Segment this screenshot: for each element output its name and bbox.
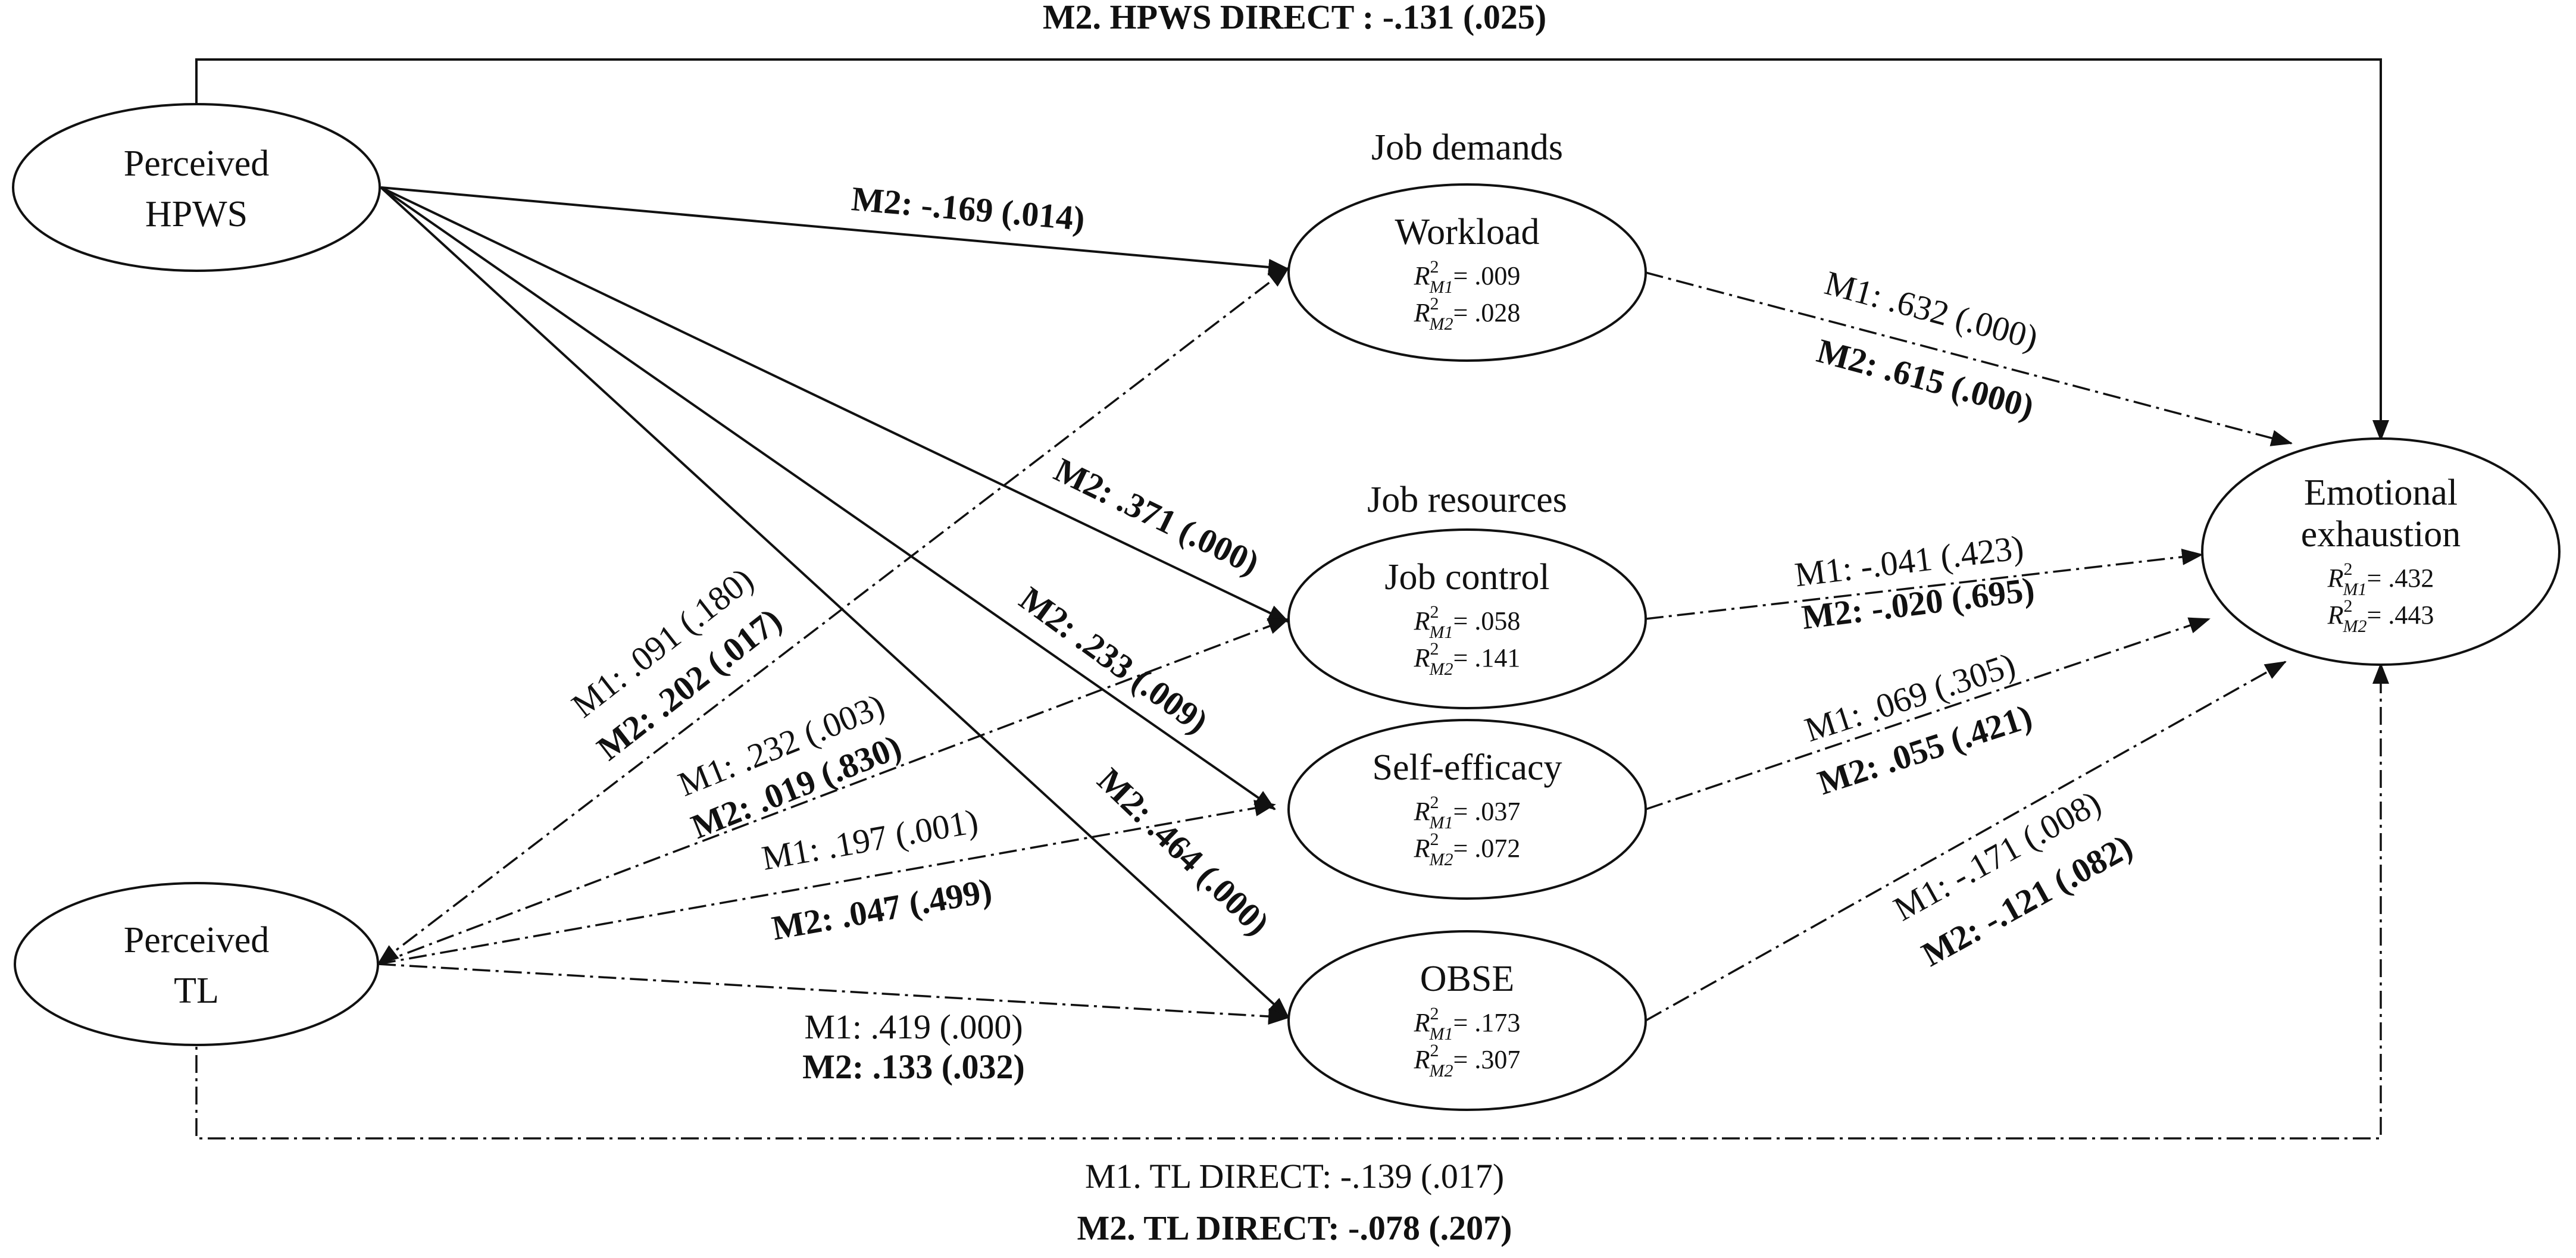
node-label: exhaustion [2301, 514, 2461, 555]
label-tl-direct-m1: M1. TL DIRECT: -.139 (.017) [1085, 1157, 1504, 1196]
path-tl-job-control [377, 618, 1290, 965]
label-tl-self-efficacy-m2: M2: .047 (.499) [769, 871, 995, 947]
label-tl-direct-m2: M2. TL DIRECT: -.078 (.207) [1077, 1209, 1512, 1247]
path-hpws-direct [195, 58, 2389, 442]
node-label: Perceived [124, 920, 269, 960]
node-label: Emotional [2304, 472, 2458, 513]
label-hpws-obse-m2: M2: .464 (.000) [1090, 761, 1277, 943]
node-label: OBSE [1420, 959, 1514, 999]
node-label: Perceived [124, 143, 269, 184]
label-tl-obse-m1: M1: .419 (.000) [804, 1007, 1023, 1046]
path-tl-self-efficacy [377, 800, 1276, 965]
path-tl-workload [377, 267, 1290, 965]
node-label: HPWS [145, 194, 248, 234]
node-label: TL [174, 971, 219, 1011]
path-job-control-exhaustion [1645, 548, 2203, 620]
label-hpws-job-control-m2: M2: .371 (.000) [1048, 450, 1265, 582]
label-hpws-workload-m2: M2: -.169 (.014) [850, 179, 1086, 238]
path-workload-exhaustion [1645, 271, 2293, 446]
node-label: Self-efficacy [1373, 747, 1562, 788]
label-tl-obse-m2: M2: .133 (.032) [802, 1047, 1025, 1086]
node-label: Job control [1384, 557, 1549, 597]
path-tl-direct [195, 662, 2389, 1140]
path-hpws-obse [380, 186, 1290, 1019]
label-hpws-direct-m2: M2. HPWS DIRECT : -.131 (.025) [1043, 0, 1546, 36]
path-tl-obse [377, 963, 1290, 1025]
label-hpws-self-efficacy-m2: M2: .233 (.009) [1012, 579, 1215, 741]
node-perceived-tl: Perceived TL [14, 882, 379, 1046]
path-hpws-workload [380, 186, 1290, 276]
group-title-job-resources: Job resources [1367, 480, 1567, 520]
node-perceived-hpws: Perceived HPWS [12, 103, 381, 272]
node-label: Workload [1395, 212, 1540, 252]
label-tl-self-efficacy-m1: M1: .197 (.001) [759, 802, 981, 878]
path-self-efficacy-exhaustion [1645, 617, 2211, 810]
path-obse-exhaustion [1645, 661, 2287, 1022]
group-title-job-demands: Job demands [1371, 127, 1563, 168]
path-hpws-job-control [380, 186, 1290, 623]
